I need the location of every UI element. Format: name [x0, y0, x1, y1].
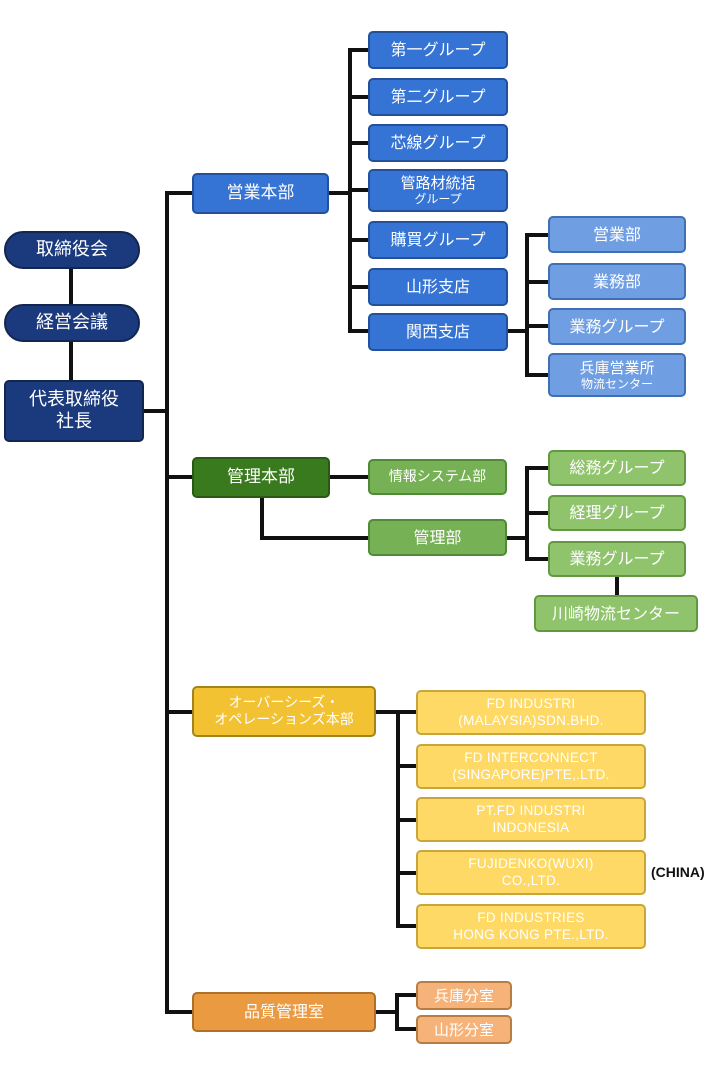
company-line2: CO.,LTD.: [501, 872, 561, 888]
kansai-unit-label: 営業部: [592, 224, 641, 244]
overseas-hq-line1: オーバーシーズ・: [228, 694, 340, 711]
yamagata-branch-box: 山形支店: [368, 268, 508, 306]
overseas-company-malaysia-box: FD INDUSTRI (MALAYSIA)SDN.BHD.: [416, 690, 646, 735]
management-meeting-box: 経営会議: [4, 304, 140, 342]
kansai-unit-label: 業務グループ: [569, 316, 665, 336]
kansai-operations-dept-box: 業務部: [548, 263, 686, 300]
hyogo-office-box: 兵庫営業所 物流センター: [548, 353, 686, 397]
board-label: 取締役会: [36, 239, 108, 261]
admin-group-label: 経理グループ: [569, 503, 665, 523]
meeting-label: 経営会議: [36, 312, 108, 334]
hyogo-office-line1: 兵庫営業所: [579, 358, 655, 377]
quality-label: 品質管理室: [243, 1002, 324, 1022]
board-of-directors-box: 取締役会: [4, 231, 140, 269]
admin-group-label: 総務グループ: [569, 458, 665, 478]
kansai-branch-label: 関西支店: [405, 322, 470, 342]
overseas-company-hongkong-box: FD INDUSTRIES HONG KONG PTE.,LTD.: [416, 904, 646, 949]
core-wire-group-box: 芯線グループ: [368, 124, 508, 162]
overseas-hq-box: オーバーシーズ・ オペレーションズ本部: [192, 686, 376, 737]
sales-hq-label: 営業本部: [226, 183, 295, 204]
admin-group-label: 業務グループ: [569, 549, 665, 569]
accounting-group-box: 経理グループ: [548, 495, 686, 531]
company-line1: PT.FD INDUSTRI: [476, 803, 586, 819]
overseas-company-singapore-box: FD INTERCONNECT (SINGAPORE)PTE,.LTD.: [416, 744, 646, 789]
sales-group-label: 第一グループ: [390, 40, 486, 60]
overseas-hq-line2: オペレーションズ本部: [214, 711, 354, 728]
company-line1: FD INTERCONNECT: [464, 750, 598, 766]
info-systems-label: 情報システム部: [388, 468, 487, 485]
kansai-sales-dept-box: 営業部: [548, 216, 686, 253]
kawasaki-logistics-center-box: 川崎物流センター: [534, 595, 698, 632]
sales-group-1-box: 第一グループ: [368, 31, 508, 69]
company-line2: (SINGAPORE)PTE,.LTD.: [452, 766, 610, 782]
sales-group-2-box: 第二グループ: [368, 78, 508, 116]
president-label-line2: 社長: [56, 411, 92, 432]
purchasing-label: 購買グループ: [390, 230, 486, 250]
company-line2: (MALAYSIA)SDN.BHD.: [458, 712, 604, 728]
overseas-company-wuxi-box: FUJIDENKO(WUXI) CO.,LTD.: [416, 850, 646, 895]
kansai-operations-group-box: 業務グループ: [548, 308, 686, 345]
president-box: 代表取締役 社長: [4, 380, 144, 442]
company-line1: FUJIDENKO(WUXI): [468, 856, 594, 872]
kawasaki-label: 川崎物流センター: [551, 603, 680, 623]
operations-group-box: 業務グループ: [548, 541, 686, 577]
admin-dept-box: 管理部: [368, 519, 507, 556]
quality-office-label: 山形分室: [433, 1020, 494, 1039]
company-line2: INDONESIA: [492, 819, 570, 835]
admin-dept-label: 管理部: [413, 527, 462, 547]
pipe-group-line1: 管路材統括: [400, 174, 476, 193]
purchasing-group-box: 購買グループ: [368, 221, 508, 259]
company-line1: FD INDUSTRI: [486, 696, 576, 712]
sales-group-label: 第二グループ: [390, 87, 486, 107]
hyogo-sub-office-box: 兵庫分室: [416, 981, 512, 1010]
company-line1: FD INDUSTRIES: [477, 910, 585, 926]
company-line2: HONG KONG PTE.,LTD.: [453, 926, 609, 942]
yamagata-sub-office-box: 山形分室: [416, 1015, 512, 1044]
kansai-unit-label: 業務部: [592, 271, 641, 291]
sales-group-label: 芯線グループ: [390, 133, 486, 153]
admin-hq-label: 管理本部: [227, 467, 295, 488]
quality-office-label: 兵庫分室: [433, 986, 494, 1005]
quality-control-office-box: 品質管理室: [192, 992, 376, 1032]
sales-hq-box: 営業本部: [192, 173, 329, 214]
president-label-line1: 代表取締役: [29, 389, 119, 411]
china-note: (CHINA): [651, 864, 705, 880]
kansai-branch-box: 関西支店: [368, 313, 508, 351]
overseas-company-indonesia-box: PT.FD INDUSTRI INDONESIA: [416, 797, 646, 842]
admin-hq-box: 管理本部: [192, 457, 330, 498]
yamagata-branch-label: 山形支店: [405, 277, 470, 297]
pipe-material-group-box: 管路材統括 グループ: [368, 169, 508, 212]
pipe-group-line2: グループ: [414, 192, 462, 207]
hyogo-office-line2: 物流センター: [580, 376, 653, 391]
info-systems-dept-box: 情報システム部: [368, 459, 507, 495]
general-affairs-group-box: 総務グループ: [548, 450, 686, 486]
